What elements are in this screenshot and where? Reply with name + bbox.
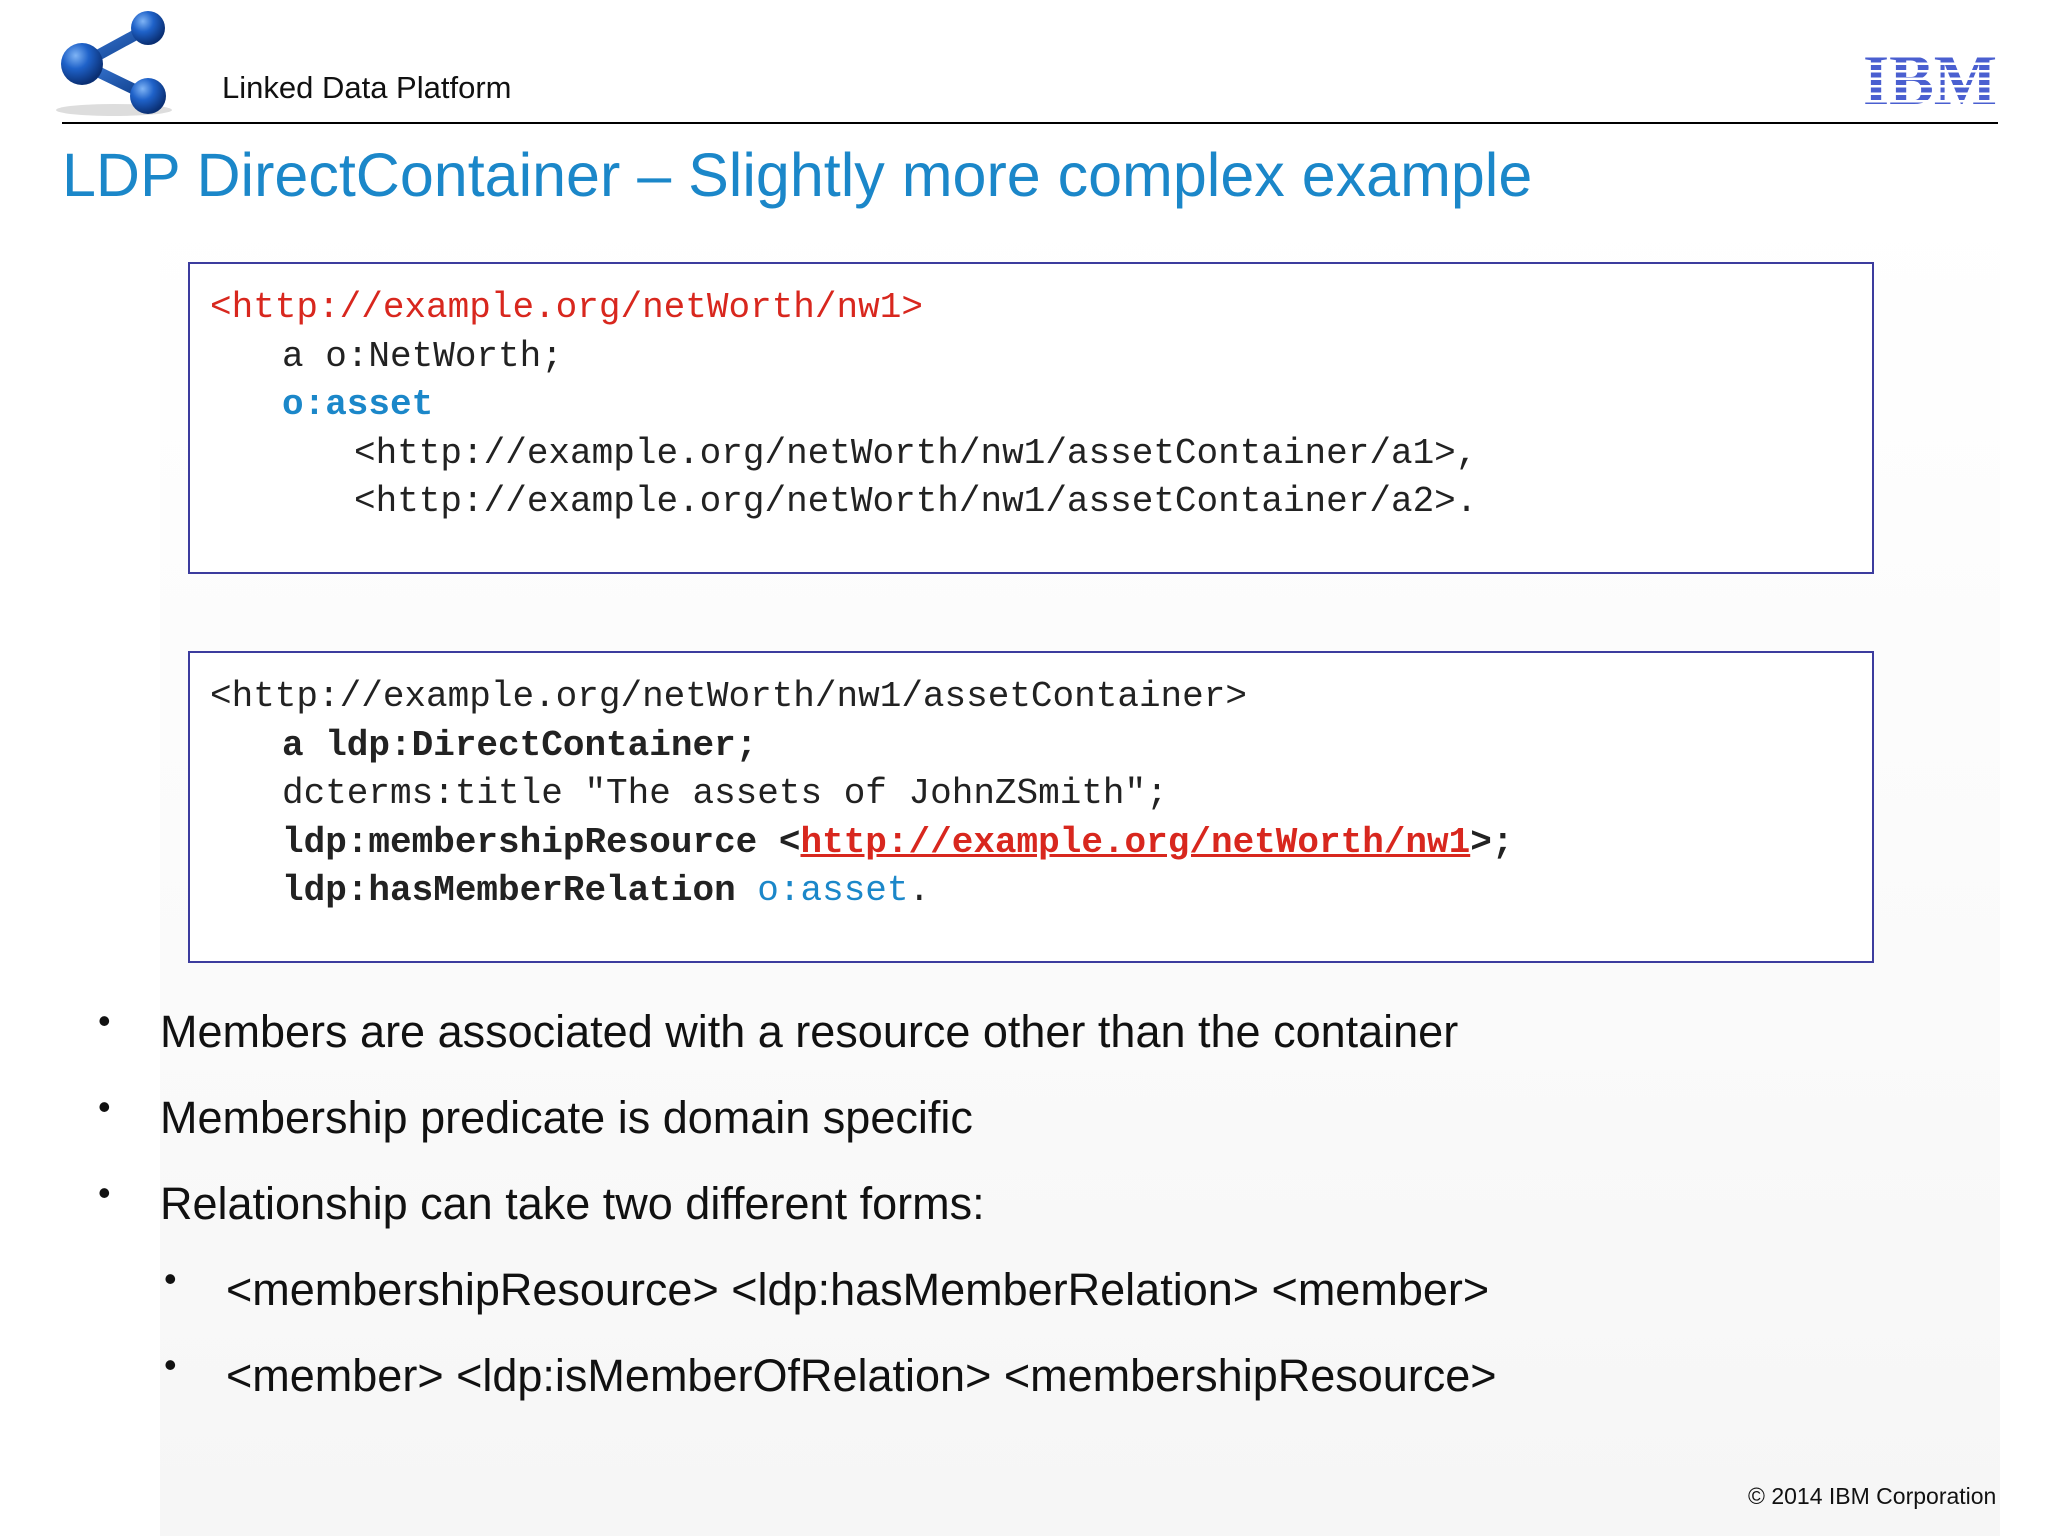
- code-line: a ldp:DirectContainer;: [282, 724, 758, 766]
- bullet-item: • Members are associated with a resource …: [98, 1000, 1459, 1058]
- object-text: o:asset: [757, 870, 909, 911]
- sub-bullet-text: <member> <ldp:isMemberOfRelation> <membe…: [226, 1350, 1497, 1401]
- sub-bullet-item: • <membershipResource> <ldp:hasMemberRela…: [164, 1258, 1490, 1316]
- terminator-text: .: [908, 870, 931, 911]
- bullet-text: Membership predicate is domain specific: [160, 1092, 973, 1143]
- slide-title: LDP DirectContainer – Slightly more comp…: [62, 141, 1533, 209]
- code-line: <http://example.org/netWorth/nw1/assetCo…: [354, 432, 1478, 474]
- svg-text:IBM: IBM: [1863, 50, 1997, 106]
- bullet-text: Relationship can take two different form…: [160, 1178, 985, 1229]
- membership-resource-link[interactable]: http://example.org/netWorth/nw1: [800, 821, 1471, 863]
- code-line: dcterms:title "The assets of JohnZSmith"…: [282, 773, 1168, 814]
- code-line: <http://example.org/netWorth/nw1/assetCo…: [210, 676, 1247, 717]
- code-line: a o:NetWorth;: [282, 335, 563, 377]
- header-title: Linked Data Platform: [222, 70, 512, 105]
- bracket-text: <: [778, 821, 801, 863]
- bullet-item: • Membership predicate is domain specific: [98, 1086, 973, 1144]
- bullet-marker: •: [98, 1172, 111, 1213]
- copyright: © 2014 IBM Corporation: [1748, 1483, 1997, 1509]
- bracket-text: >;: [1470, 821, 1514, 863]
- bullet-marker: •: [164, 1344, 177, 1385]
- linked-data-logo: [56, 11, 172, 116]
- predicate-text: ldp:hasMemberRelation: [282, 870, 758, 911]
- code-line: ldp:membershipResource <http://example.o…: [190, 819, 1872, 868]
- code-line: <http://example.org/netWorth/nw1/assetCo…: [354, 481, 1478, 522]
- bullet-marker: •: [164, 1258, 177, 1299]
- sub-bullet-text: <membershipResource> <ldp:hasMemberRelat…: [226, 1264, 1490, 1315]
- uri-text: <http://example.org/netWorth/nw1>: [210, 287, 923, 328]
- bullet-item: • Relationship can take two different for…: [98, 1172, 985, 1230]
- code-block-direct-container: <http://example.org/netWorth/nw1/assetCo…: [188, 651, 1874, 963]
- predicate-text: ldp:membershipResource: [282, 821, 779, 863]
- ibm-logo: IBM: [1863, 50, 1997, 106]
- code-block-networth: <http://example.org/netWorth/nw1> a o:Ne…: [188, 262, 1874, 574]
- code-line: <http://example.org/netWorth/nw1>: [190, 284, 1872, 333]
- header-divider: [62, 122, 1998, 124]
- bullet-marker: •: [98, 1000, 111, 1041]
- bullet-marker: •: [98, 1086, 111, 1127]
- code-line: o:asset: [282, 384, 434, 425]
- bullet-text: Members are associated with a resource o…: [160, 1006, 1459, 1057]
- code-line: ldp:hasMemberRelation o:asset.: [190, 867, 1872, 916]
- sub-bullet-item: • <member> <ldp:isMemberOfRelation> <memb…: [164, 1344, 1497, 1402]
